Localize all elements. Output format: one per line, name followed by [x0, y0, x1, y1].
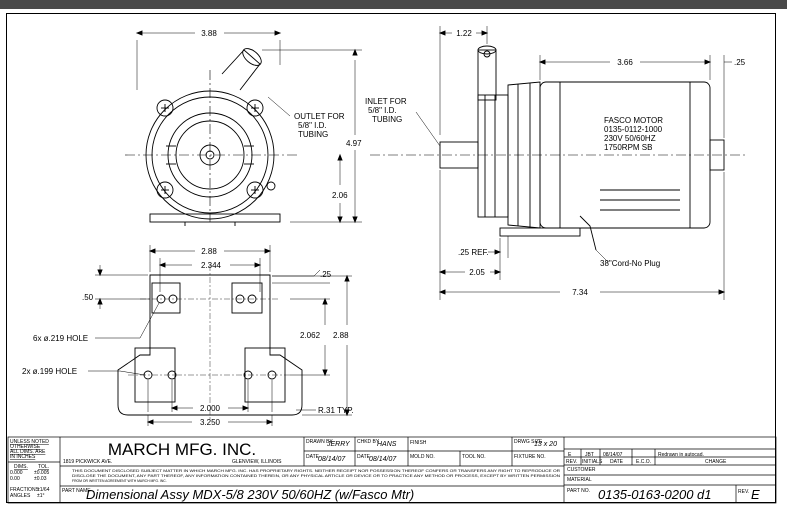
rev-header-date: DATE [610, 459, 624, 465]
part-name-label: PART NAME [62, 488, 91, 494]
chkd-date-label: DATE [357, 454, 371, 460]
unless-noted-2: OTHERWISE [10, 444, 41, 450]
inlet-note-line-2: 5/8" I.D. [368, 106, 397, 115]
tol-row-2-a: 0.00 [10, 476, 20, 482]
base-offset-dim: 2.05 [469, 268, 485, 277]
drawn-date-label: DATE [306, 454, 320, 460]
rev-header-eco: E.C.O. [636, 459, 651, 465]
base-edge-dim: .50 [82, 293, 94, 302]
drawn-by-value: JERRY [326, 441, 351, 448]
hole-note-1: 6x ø.219 HOLE [33, 334, 88, 343]
material-label: MATERIAL [567, 477, 592, 483]
tol-row-3-a: FRACTIONS [10, 487, 40, 493]
outlet-note-line-2: 5/8" I.D. [298, 121, 327, 130]
radius-note: R.31 TYP. [318, 406, 354, 415]
rev-header-initials: INITIALS [582, 459, 603, 465]
tol-row-2-b: ±0.03 [34, 476, 47, 482]
tol-row-4-b: ±1° [37, 493, 45, 499]
part-no-label: PART NO. [567, 488, 590, 494]
rev-row-rev: E [568, 452, 572, 458]
tol-row-4-a: ANGLES [10, 493, 31, 499]
motor-label-line-1: FASCO MOTOR [604, 116, 663, 125]
front-center-dim: 2.06 [332, 191, 348, 200]
base-height-outer: 2.88 [333, 331, 349, 340]
base-width-outer: 2.88 [201, 247, 217, 256]
motor-label-line-3: 230V 50/60HZ [604, 134, 656, 143]
unless-noted-1: UNLESS NOTED [10, 439, 49, 445]
tol-header-dims: DIMS. [14, 464, 28, 470]
rev-value: E [751, 487, 760, 502]
front-width-dim: 3.88 [201, 29, 217, 38]
disclaimer-line-1: THIS DOCUMENT DISCLOSED SUBJECT MATTER I… [72, 469, 561, 473]
part-number: 0135-0163-0200 d1 [598, 487, 712, 502]
hole-spacing-outer: 3.250 [200, 418, 221, 427]
base-width-inner: 2.344 [201, 261, 222, 270]
bolt-boss [156, 99, 264, 199]
front-height-dim: 4.97 [346, 139, 362, 148]
company-city: GLENVIEW, ILLINOIS [232, 459, 282, 465]
sheet-border [6, 13, 776, 503]
chkd-date-value: 08/14/07 [369, 456, 397, 463]
unless-noted-4: IN INCHES [10, 454, 36, 460]
ref-dim: .25 REF. [458, 248, 489, 257]
rev-row-change: Redrawn in autocad. [658, 452, 704, 458]
rev-row-initials: JBT [585, 452, 594, 458]
outlet-note-line-3: TUBING [298, 130, 328, 139]
front-view [125, 30, 362, 226]
chkd-by-label: CHKD BY [357, 439, 380, 445]
rev-row-date: 08/14/07 [603, 452, 623, 458]
rev-header-change: CHANGE [705, 459, 727, 465]
disclaimer-line-3: FROM OR WRITTEN AGREEMENT WITH MARCH MFG… [72, 479, 167, 483]
outlet-note-line-1: OUTLET FOR [294, 112, 345, 121]
side-view [370, 26, 745, 300]
company-name: MARCH MFG. INC. [108, 440, 256, 459]
drwg-size-value: 13 x 20 [534, 441, 557, 448]
base-height-inner: 2.062 [300, 331, 321, 340]
tol-row-1-b: ±0.005 [34, 470, 49, 476]
base-thickness-dim: .25 [320, 270, 332, 279]
part-name: Dimensional Assy MDX-5/8 230V 50/60HZ (w… [86, 487, 414, 502]
mold-label: MOLD NO. [410, 454, 435, 460]
tol-row-1-a: 0.000 [10, 470, 23, 476]
tol-row-3-b: ±1/64 [37, 487, 50, 493]
drawn-date-value: 08/14/07 [318, 456, 346, 463]
inlet-dim: 1.22 [456, 29, 472, 38]
inlet-note-line-1: INLET FOR [365, 97, 407, 106]
finish-label: FINISH [410, 440, 427, 446]
base-view [88, 245, 352, 426]
motor-label-line-4: 1750RPM SB [604, 143, 652, 152]
unless-noted-3: ALL DIMS. ARE [10, 449, 46, 455]
motor-length-dim: 3.66 [617, 58, 633, 67]
title-block [7, 436, 777, 504]
company-address: 1819 PICKWICK AVE. [63, 459, 112, 465]
disclaimer-line-2: DISCLOSE THE DOCUMENT, ANY PART THEREOF,… [72, 474, 561, 478]
customer-label: CUSTOMER [567, 467, 596, 473]
rev-header-rev: REV. [566, 459, 577, 465]
shaft-offset-dim: .25 [734, 58, 746, 67]
motor-label-line-2: 0135-0112-1000 [604, 125, 663, 134]
hole-spacing-inner: 2.000 [200, 404, 221, 413]
fixture-label: FIXTURE NO. [514, 454, 546, 460]
drwg-size-label: DRWG SIZE [514, 439, 543, 445]
chkd-by-value: HANS [377, 441, 397, 448]
overall-length-dim: 7.34 [572, 288, 588, 297]
window-top-bar [0, 0, 787, 9]
hole-note-2: 2x ø.199 HOLE [22, 367, 77, 376]
tol-header-tol: TOL. [38, 464, 49, 470]
cord-note: 38"Cord-No Plug [600, 259, 660, 268]
tool-label: TOOL NO. [462, 454, 486, 460]
rev-label: REV. [738, 489, 749, 495]
drawn-by-label: DRAWN BY [306, 439, 333, 445]
inlet-note-line-3: TUBING [372, 115, 402, 124]
